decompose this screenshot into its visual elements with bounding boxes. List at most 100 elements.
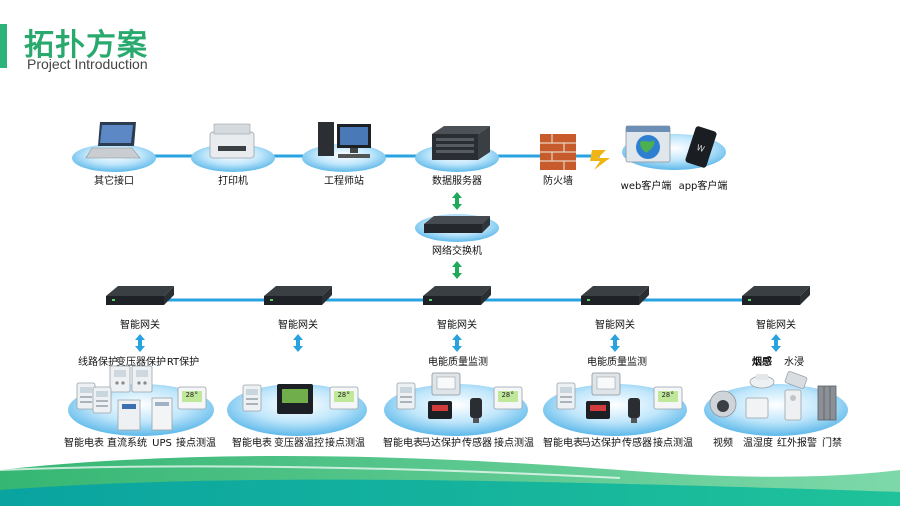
group-bottom-label: 变压器温控 — [274, 436, 324, 449]
group-bottom-label: 接点测温 — [494, 436, 534, 449]
transformer-controller-icon — [277, 384, 313, 414]
group-bottom-label: 马达保护 — [581, 436, 621, 449]
node-printer: 打印机 — [191, 123, 275, 187]
group-bottom-label: UPS — [152, 438, 172, 449]
firewall-brick-icon — [540, 134, 576, 170]
group-top-label: 电能质量监测 — [428, 355, 488, 368]
device-group-2: 28° 智能电表 变压器温控 接点测温 — [227, 384, 367, 449]
group-bottom-label: 接点测温 — [176, 436, 216, 449]
humidity-sensor-icon — [745, 397, 769, 419]
switch-icon — [424, 216, 490, 233]
group-bottom-label: 温湿度 — [743, 436, 773, 449]
node-workstation: 工程师站 — [302, 122, 386, 187]
power-quality-monitor-icon — [431, 372, 461, 396]
gateway-1: 智能网关 — [106, 286, 174, 331]
relay-device-icon — [131, 365, 153, 393]
device-readout: 28° — [338, 391, 351, 399]
double-arrow-icon — [771, 334, 781, 352]
gateway-icon — [106, 286, 174, 305]
ups-cabinet-icon — [151, 397, 173, 431]
access-control-icon — [817, 385, 837, 421]
gateway-icon — [423, 286, 491, 305]
group-bottom-label: 视频 — [713, 436, 733, 449]
device-readout: 28° — [662, 391, 675, 399]
meter-device-icon — [556, 382, 576, 410]
group-bottom-label: 智能电表 — [232, 436, 272, 449]
node-data-server: 数据服务器 — [415, 126, 499, 187]
group-top-label: 变压器保护 — [116, 355, 166, 368]
double-arrow-icon — [452, 192, 462, 210]
meter-device-icon — [396, 382, 416, 410]
camera-icon — [709, 390, 737, 418]
smartphone-icon: W — [685, 126, 717, 168]
page-title: 拓扑方案 — [24, 29, 148, 62]
motor-protection-icon — [586, 401, 610, 419]
water-sensor-icon — [784, 371, 808, 389]
double-arrow-icon — [610, 334, 620, 352]
meter-device-icon — [92, 386, 112, 414]
group-top-label: 电能质量监测 — [587, 355, 647, 368]
group-bottom-label: 马达保护 — [421, 436, 461, 449]
gateway-icon — [581, 286, 649, 305]
gateway-icon — [742, 286, 810, 305]
label-web-client: web客户端 — [621, 179, 672, 192]
gateway-2: 智能网关 — [264, 286, 332, 331]
dc-system-cabinet-icon — [117, 399, 141, 431]
label-gateway: 智能网关 — [120, 318, 160, 331]
double-arrow-icon — [452, 261, 462, 279]
device-readout: 28° — [502, 391, 515, 399]
group-bottom-label: 智能电表 — [64, 436, 104, 449]
web-browser-icon — [625, 125, 671, 163]
group-bottom-label: 直流系统 — [107, 436, 147, 449]
label-firewall: 防火墙 — [543, 174, 573, 187]
group-bottom-label: 接点测温 — [325, 436, 365, 449]
gateway-icon — [264, 286, 332, 305]
group-bottom-label: 红外报警 — [777, 436, 817, 449]
node-other-interface: 其它接口 — [72, 122, 156, 187]
label-gateway: 智能网关 — [437, 318, 477, 331]
label-gateway: 智能网关 — [278, 318, 318, 331]
page-subtitle: Project Introduction — [27, 56, 148, 72]
group-bottom-label: 接点测温 — [653, 436, 693, 449]
relay-device-icon — [109, 365, 131, 393]
label-other-interface: 其它接口 — [94, 174, 134, 187]
bottom-wave-decoration — [0, 456, 900, 506]
gateway-3: 智能网关 — [423, 286, 491, 331]
label-app-client: app客户端 — [679, 179, 728, 192]
title-accent-bar — [0, 24, 7, 68]
server-icon — [432, 126, 490, 160]
double-arrow-icon — [293, 334, 303, 352]
label-gateway: 智能网关 — [595, 318, 635, 331]
label-network-switch: 网络交换机 — [432, 244, 482, 257]
meter-device-icon — [76, 382, 96, 410]
group-bottom-label: 传感器 — [462, 436, 492, 449]
power-quality-monitor-icon — [591, 372, 621, 396]
node-network-switch: 网络交换机 — [415, 214, 499, 257]
lightning-icon — [590, 150, 610, 170]
device-group-5: 烟感 水浸 视频 温湿度 红外报警 门禁 — [704, 355, 848, 449]
device-group-3: 电能质量监测 28° 智能电表 马达保护 传感器 接点测温 — [383, 355, 534, 449]
device-readout: 28° — [186, 391, 199, 399]
svg-text:W: W — [695, 143, 705, 154]
node-clients: W web客户端 app客户端 — [621, 125, 728, 192]
motor-protection-icon — [428, 401, 452, 419]
label-gateway: 智能网关 — [756, 318, 796, 331]
label-printer: 打印机 — [218, 174, 248, 187]
group-bottom-label: 门禁 — [822, 436, 842, 449]
workstation-icon — [318, 122, 371, 158]
device-group-4: 电能质量监测 28° 智能电表 马达保护 传感器 接点测温 — [543, 355, 693, 449]
node-firewall: 防火墙 — [540, 134, 576, 187]
laptop-icon — [85, 122, 141, 159]
group-bottom-label: 智能电表 — [543, 436, 583, 449]
group-bottom-label: 传感器 — [622, 436, 652, 449]
printer-icon — [209, 123, 255, 159]
label-data-server: 数据服务器 — [432, 174, 482, 187]
meter-device-icon — [242, 384, 262, 412]
double-arrow-icon — [452, 334, 462, 352]
group-bottom-label: 智能电表 — [383, 436, 423, 449]
gateway-4: 智能网关 — [581, 286, 649, 331]
double-arrow-icon — [135, 334, 145, 352]
label-workstation: 工程师站 — [324, 174, 364, 187]
group-top-label: RT保护 — [167, 355, 199, 368]
